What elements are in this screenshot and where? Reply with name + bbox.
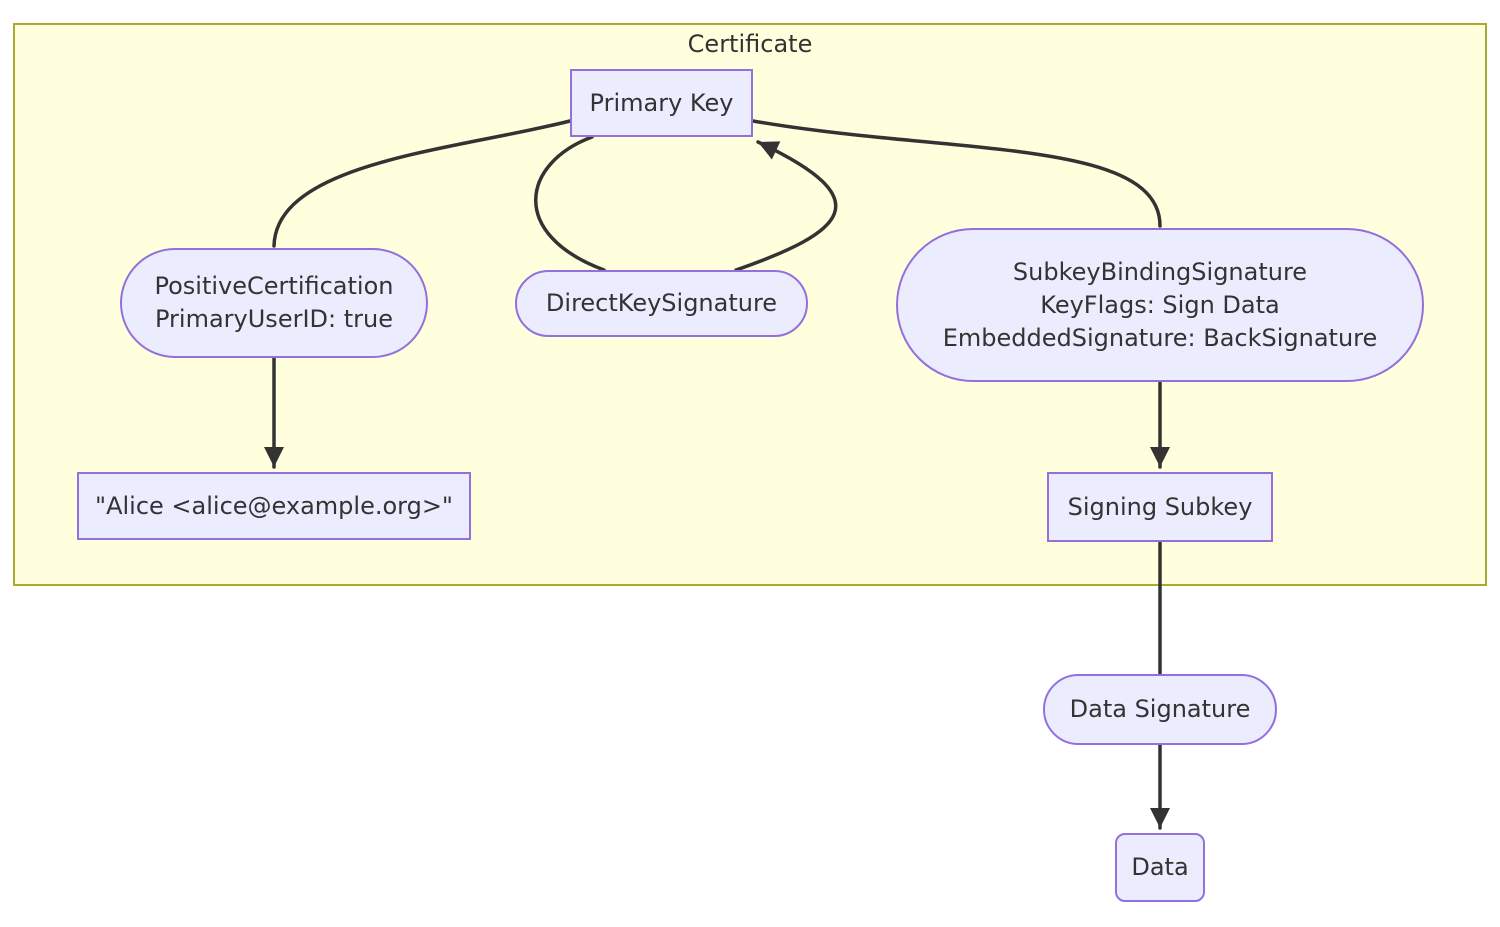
cluster-title: Certificate — [687, 30, 813, 58]
node-subkey-binding-signature-line1: SubkeyBindingSignature — [1012, 257, 1308, 286]
node-subkey-binding-signature: SubkeyBindingSignature KeyFlags: Sign Da… — [896, 228, 1424, 382]
node-data: Data — [1115, 833, 1205, 902]
node-data-signature-label: Data Signature — [1069, 695, 1251, 723]
node-primary-key-label: Primary Key — [589, 88, 734, 117]
node-signing-subkey: Signing Subkey — [1047, 472, 1273, 542]
node-direct-key-signature-label: DirectKeySignature — [545, 289, 778, 317]
node-subkey-binding-signature-line3: EmbeddedSignature: BackSignature — [942, 323, 1378, 352]
node-positive-certification-line1: PositiveCertification — [154, 272, 394, 300]
node-positive-certification: PositiveCertification PrimaryUserID: tru… — [120, 248, 428, 358]
node-subkey-binding-signature-line2: KeyFlags: Sign Data — [1040, 290, 1280, 319]
node-direct-key-signature: DirectKeySignature — [515, 270, 808, 337]
node-user-id: "Alice <alice@example.org>" — [77, 472, 471, 540]
node-signing-subkey-label: Signing Subkey — [1067, 492, 1253, 521]
node-user-id-label: "Alice <alice@example.org>" — [95, 491, 453, 520]
node-primary-key: Primary Key — [570, 69, 753, 137]
node-data-signature: Data Signature — [1043, 674, 1277, 745]
node-data-label: Data — [1131, 853, 1189, 881]
node-positive-certification-line2: PrimaryUserID: true — [155, 305, 393, 333]
